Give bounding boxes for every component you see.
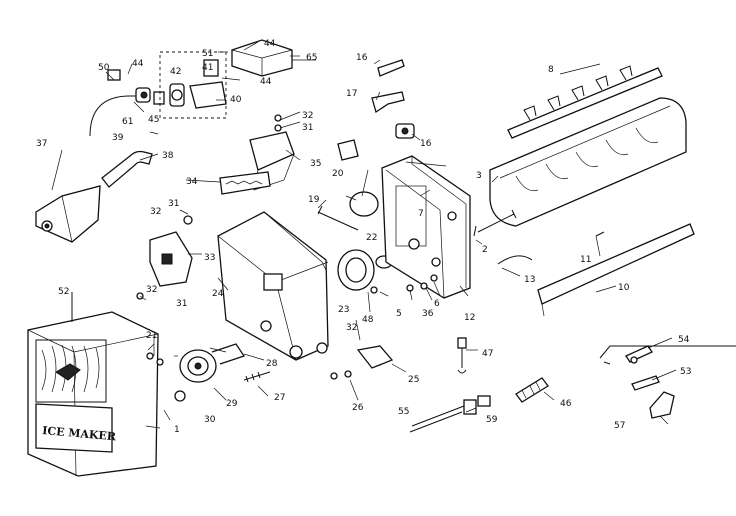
part-3-ice-mold bbox=[489, 97, 687, 227]
part-25-bracket bbox=[330, 345, 394, 380]
part-screws-center bbox=[370, 274, 438, 294]
callout-lines bbox=[51, 41, 677, 429]
label-48: 48 bbox=[362, 315, 374, 325]
part-valve-fittings bbox=[599, 345, 736, 419]
label-21: 21 bbox=[146, 331, 157, 341]
label-31-mid: 31 bbox=[168, 199, 179, 209]
label-44-top: 44 bbox=[264, 39, 276, 49]
part-34-heater bbox=[219, 171, 271, 195]
label-10: 10 bbox=[618, 283, 630, 293]
label-20: 20 bbox=[332, 169, 344, 179]
label-57: 57 bbox=[614, 421, 625, 431]
main-mold-housing bbox=[381, 155, 471, 299]
part-number-labels: 1 2 3 5 6 7 8 10 11 12 13 16 16 17 19 20… bbox=[36, 39, 691, 435]
part-18-bracket bbox=[337, 139, 359, 161]
label-65: 65 bbox=[306, 53, 317, 63]
label-29: 29 bbox=[226, 399, 238, 409]
part-8-ejector bbox=[507, 65, 663, 139]
part-61-wire-connector bbox=[89, 69, 151, 137]
label-32-low: 32 bbox=[346, 323, 357, 333]
label-47: 47 bbox=[482, 349, 493, 359]
label-5: 5 bbox=[396, 309, 402, 319]
label-44-left: 44 bbox=[132, 59, 144, 69]
label-44-mid: 44 bbox=[260, 77, 272, 87]
label-25: 25 bbox=[408, 375, 419, 385]
label-19: 19 bbox=[308, 195, 320, 205]
label-37: 37 bbox=[36, 139, 47, 149]
label-35: 35 bbox=[310, 159, 321, 169]
part-16-connector bbox=[395, 123, 415, 139]
label-26: 26 bbox=[352, 403, 364, 413]
label-36: 36 bbox=[422, 309, 434, 319]
part-20-cam bbox=[317, 191, 379, 231]
label-23: 23 bbox=[338, 305, 349, 315]
label-16-top: 16 bbox=[356, 53, 368, 63]
part-33-switch-block bbox=[149, 231, 193, 287]
label-28: 28 bbox=[266, 359, 278, 369]
part-37-bracket bbox=[35, 185, 101, 243]
label-16-mid: 16 bbox=[420, 139, 432, 149]
label-3: 3 bbox=[476, 171, 482, 181]
part-46-valve bbox=[515, 377, 549, 403]
part-65-cover bbox=[231, 39, 293, 77]
label-7: 7 bbox=[418, 209, 424, 219]
part-29-motor bbox=[179, 343, 246, 383]
label-31-low: 31 bbox=[176, 299, 187, 309]
label-12: 12 bbox=[464, 313, 475, 323]
label-30: 30 bbox=[204, 415, 216, 425]
label-54: 54 bbox=[678, 335, 690, 345]
label-50: 50 bbox=[98, 63, 110, 73]
label-32-top: 32 bbox=[302, 111, 313, 121]
label-24: 24 bbox=[212, 289, 224, 299]
label-27: 27 bbox=[274, 393, 285, 403]
part-1-front-cover: ICE MAKER bbox=[26, 311, 160, 477]
label-40: 40 bbox=[230, 95, 242, 105]
part-38-fill-tube bbox=[101, 150, 153, 188]
label-61: 61 bbox=[122, 117, 133, 127]
label-41: 41 bbox=[202, 63, 213, 73]
part-16-clip bbox=[377, 59, 405, 77]
part-24-motor-housing bbox=[217, 211, 329, 361]
label-32-mid: 32 bbox=[146, 285, 157, 295]
label-33: 33 bbox=[204, 253, 215, 263]
part-17-clip bbox=[371, 91, 405, 114]
part-47-probe bbox=[457, 337, 467, 374]
label-51: 51 bbox=[202, 49, 213, 59]
label-45: 45 bbox=[148, 115, 159, 125]
label-52: 52 bbox=[58, 287, 69, 297]
label-46: 46 bbox=[560, 399, 572, 409]
label-13: 13 bbox=[524, 275, 535, 285]
label-34: 34 bbox=[186, 177, 198, 187]
part-2-heater-element bbox=[473, 209, 533, 265]
label-22: 22 bbox=[366, 233, 377, 243]
label-17: 17 bbox=[346, 89, 357, 99]
label-31-top: 31 bbox=[302, 123, 313, 133]
label-11: 11 bbox=[580, 255, 591, 265]
label-53: 53 bbox=[680, 367, 691, 377]
part-55-fill-line bbox=[409, 395, 491, 433]
label-6: 6 bbox=[434, 299, 440, 309]
part-11-screw bbox=[595, 231, 605, 237]
front-panel-text: ICE MAKER bbox=[42, 424, 118, 443]
part-23-timing-gear bbox=[337, 249, 393, 291]
label-32-left: 32 bbox=[150, 207, 161, 217]
label-59: 59 bbox=[486, 415, 498, 425]
label-55: 55 bbox=[398, 407, 409, 417]
label-2: 2 bbox=[482, 245, 488, 255]
label-38: 38 bbox=[162, 151, 174, 161]
label-1: 1 bbox=[174, 425, 180, 435]
label-39: 39 bbox=[112, 133, 124, 143]
label-8: 8 bbox=[548, 65, 554, 75]
part-10-shield bbox=[537, 223, 695, 317]
part-fasteners bbox=[71, 114, 282, 402]
part-40-switch-assembly bbox=[153, 51, 227, 119]
label-42: 42 bbox=[170, 67, 181, 77]
